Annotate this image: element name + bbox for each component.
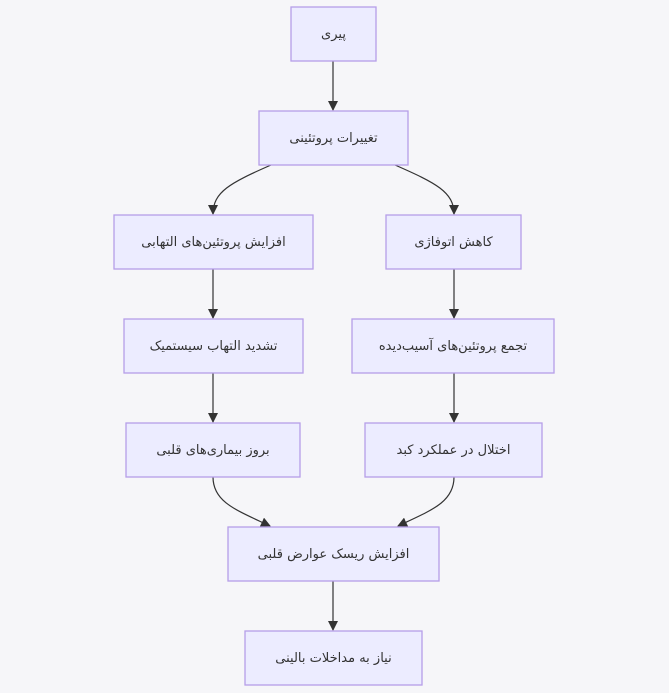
node-label: کاهش اتوفاژی (414, 235, 493, 250)
node-label: اختلال در عملکرد کبد (397, 443, 511, 458)
node-label: تشدید التهاب سیستمیک (150, 339, 278, 354)
node-heart-disease[interactable]: بروز بیماری‌های قلبی (125, 422, 301, 478)
edge-b-d (394, 164, 459, 215)
node-label: پیری (321, 27, 346, 42)
node-label: افزایش ریسک عوارض قلبی (258, 547, 410, 562)
node-aging[interactable]: پیری (290, 6, 377, 62)
node-label: بروز بیماری‌های قلبی (156, 443, 269, 458)
node-reduced-autophagy[interactable]: کاهش اتوفاژی (385, 214, 522, 270)
node-cardiac-risk[interactable]: افزایش ریسک عوارض قلبی (227, 526, 440, 582)
node-label: تجمع پروتئین‌های آسیب‌دیده (379, 337, 528, 354)
node-damaged-proteins[interactable]: تجمع پروتئین‌های آسیب‌دیده (351, 318, 555, 374)
node-label: نیاز به مداخلات بالینی (275, 651, 391, 666)
node-protein-changes[interactable]: تغییرات پروتئینی (258, 110, 409, 166)
node-label: تغییرات پروتئینی (289, 131, 378, 146)
edge-g-i (212, 476, 271, 527)
edge-b-c (208, 164, 272, 215)
node-label: افزایش پروتئین‌های التهابی (141, 235, 285, 250)
node-inflammatory-proteins[interactable]: افزایش پروتئین‌های التهابی (113, 214, 314, 270)
node-systemic-inflammation[interactable]: تشدید التهاب سیستمیک (123, 318, 304, 374)
edge-h-i (397, 476, 455, 527)
node-liver-dysfunction[interactable]: اختلال در عملکرد کبد (364, 422, 543, 478)
edges (208, 61, 459, 631)
node-clinical-intervention[interactable]: نیاز به مداخلات بالینی (244, 630, 423, 686)
